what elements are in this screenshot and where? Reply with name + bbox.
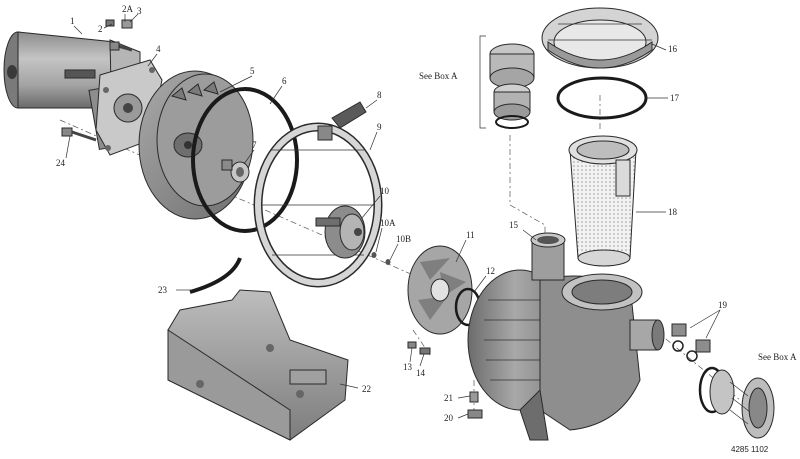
label-part-16: 16 bbox=[668, 44, 678, 54]
base-gasket-part-23 bbox=[189, 257, 242, 294]
label-part-12: 12 bbox=[486, 266, 495, 276]
label-see-box-a-right: See Box A bbox=[758, 352, 797, 362]
label-part-6: 6 bbox=[282, 76, 287, 86]
impeller-part-10 bbox=[315, 205, 366, 259]
label-see-box-a-top: See Box A bbox=[419, 71, 458, 81]
label-part-4: 4 bbox=[156, 44, 161, 54]
screws-part-2-3 bbox=[105, 19, 133, 52]
impeller-hardware-part-10a-10b bbox=[371, 252, 391, 265]
box-a-union-fittings-top bbox=[479, 35, 535, 129]
label-part-21: 21 bbox=[444, 393, 453, 403]
label-part-3: 3 bbox=[137, 6, 142, 16]
drain-plug-part-21 bbox=[469, 391, 479, 403]
label-part-23: 23 bbox=[158, 285, 168, 295]
label-part-19: 19 bbox=[718, 300, 728, 310]
o-ring-part-6 bbox=[191, 87, 299, 233]
label-part-17: 17 bbox=[670, 93, 680, 103]
drawing-number: 4285 1102 bbox=[731, 445, 769, 454]
label-part-9: 9 bbox=[377, 122, 382, 132]
label-part-13: 13 bbox=[403, 362, 413, 372]
label-part-10: 10 bbox=[380, 186, 390, 196]
label-part-8: 8 bbox=[377, 90, 382, 100]
label-part-1: 1 bbox=[70, 16, 75, 26]
drain-plug-part-20 bbox=[467, 409, 483, 419]
label-part-10b: 10B bbox=[396, 234, 411, 244]
clamp-knob-part-8 bbox=[317, 101, 367, 141]
label-part-5: 5 bbox=[250, 66, 255, 76]
label-part-15: 15 bbox=[509, 220, 519, 230]
screw-part-24 bbox=[61, 127, 97, 142]
lid-o-ring-part-17 bbox=[556, 76, 648, 120]
diffuser-ring-part-9 bbox=[253, 122, 383, 288]
label-part-20: 20 bbox=[444, 413, 454, 423]
box-a-union-fittings-right bbox=[698, 366, 775, 439]
part-labels: 1 2A 2 3 4 5 6 7 8 9 10 10A 10B 11 12 13… bbox=[56, 4, 797, 454]
label-part-24: 24 bbox=[56, 158, 66, 168]
label-part-14: 14 bbox=[416, 368, 426, 378]
pump-housing-part-15 bbox=[467, 232, 665, 441]
label-part-22: 22 bbox=[362, 384, 371, 394]
leader-lines bbox=[65, 13, 721, 419]
label-part-18: 18 bbox=[668, 207, 678, 217]
plugs-part-19 bbox=[671, 323, 711, 362]
label-part-2: 2 bbox=[98, 24, 103, 34]
label-part-10a: 10A bbox=[380, 218, 396, 228]
pump-base-part-22 bbox=[167, 289, 349, 441]
shaft-seal-part-7 bbox=[221, 159, 250, 183]
label-part-2a: 2A bbox=[122, 4, 134, 14]
seal-plate-part-5 bbox=[138, 70, 254, 220]
label-part-11: 11 bbox=[466, 230, 475, 240]
strainer-basket-part-18 bbox=[568, 135, 638, 267]
label-part-7: 7 bbox=[252, 140, 257, 150]
strainer-lid-part-16 bbox=[541, 7, 659, 69]
